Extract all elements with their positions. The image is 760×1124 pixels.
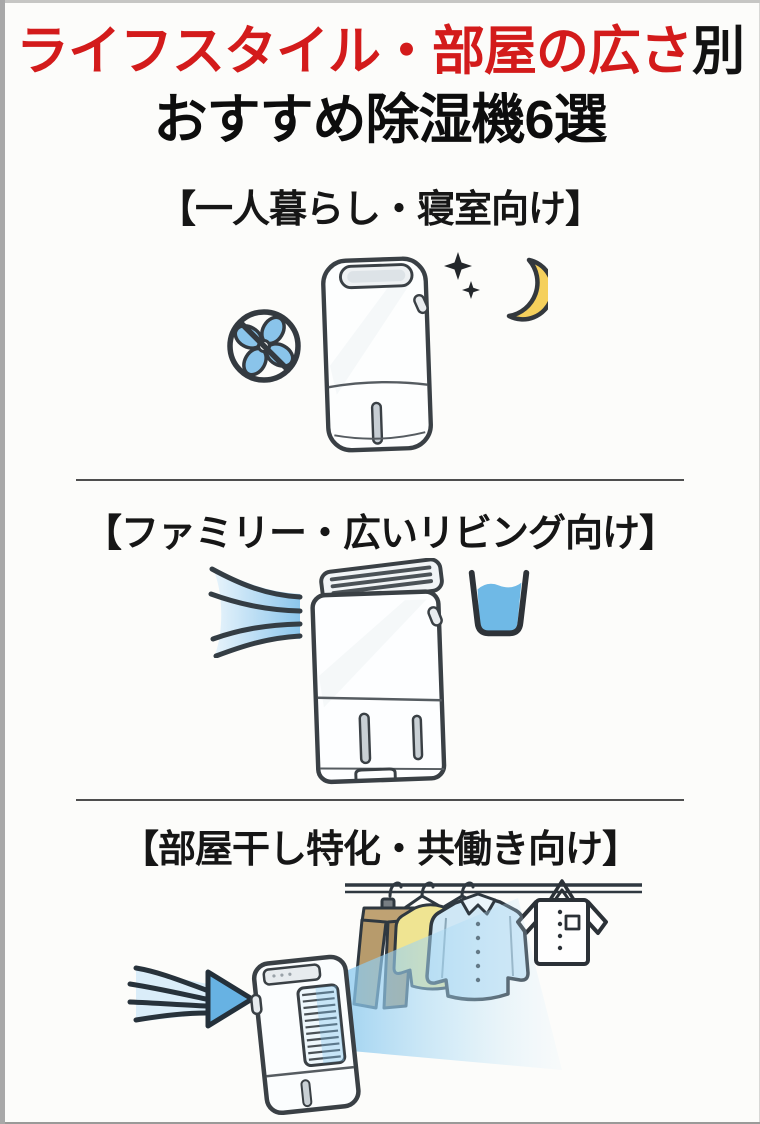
- section1-heading: 【一人暮らし・寝室向け】: [157, 189, 603, 231]
- air-intake-arrow-icon: [127, 965, 255, 1029]
- crescent-moon-night-icon: [444, 252, 548, 322]
- section3-heading: 【部屋干し特化・共働き向け】: [120, 829, 640, 871]
- page-title-line1: ライフスタイル・部屋の広さ別: [0, 24, 760, 80]
- air-beam-illustration: [334, 898, 562, 1070]
- strong-airflow-icon: [208, 566, 303, 658]
- no-fan-quiet-icon: [227, 309, 301, 383]
- dehumidifier-blowing-illustration: [250, 954, 361, 1116]
- section-divider-2: [76, 799, 684, 801]
- water-tank-cup-icon: [468, 569, 530, 637]
- compact-dehumidifier-illustration: [321, 256, 433, 453]
- large-dehumidifier-illustration: [310, 558, 447, 785]
- page-title-line2: おすすめ除湿機6選: [153, 90, 607, 150]
- section2-heading: 【ファミリー・広いリビング向け】: [83, 513, 677, 555]
- dry-shirt-icon: [516, 879, 608, 966]
- title-black-suffix: 別: [692, 22, 745, 81]
- section-divider-1: [76, 479, 684, 481]
- laundry-drying-scene: [127, 879, 642, 1116]
- title-red-text: ライフスタイル・部屋の広さ: [16, 22, 693, 81]
